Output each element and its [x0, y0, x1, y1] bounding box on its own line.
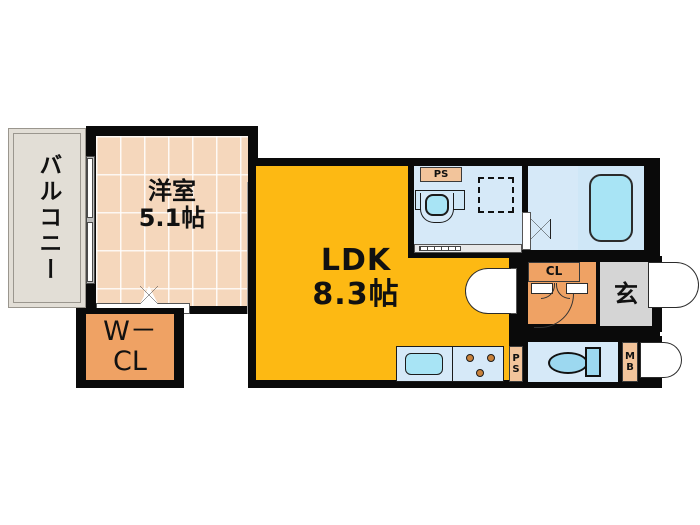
balcony-sliding-door-panel-1[interactable]	[87, 158, 93, 218]
kitchen-sink	[405, 353, 443, 375]
room-genkan	[600, 262, 652, 326]
tag-cl-text: CL	[545, 264, 563, 279]
tag-ps-kitchen-line1: P	[512, 352, 520, 364]
balcony-label-text: バルコニー	[34, 153, 61, 283]
washroom-sliding-door[interactable]	[414, 244, 522, 253]
balcony-label: バルコニー	[13, 133, 81, 303]
ldk-name: LDK	[320, 243, 392, 279]
ldk-label: LDK 8.3帖	[256, 240, 456, 316]
balcony-inner-edge	[13, 133, 81, 303]
bath-door-swing-marker	[531, 219, 551, 239]
washing-machine-space	[478, 177, 514, 213]
wcl-label-line2: CL	[113, 346, 147, 377]
wcl-label-line1: W－	[103, 315, 157, 347]
mb-door-swing-arc	[646, 342, 682, 378]
wcl-door-swing-outline	[140, 286, 158, 304]
bedroom-label: 洋室 5.1帖	[96, 170, 248, 240]
bathtub	[589, 174, 633, 242]
washroom-sliding-door-track[interactable]	[419, 246, 461, 251]
bedroom-name: 洋室	[148, 177, 196, 206]
front-door-swing-arc	[655, 262, 699, 308]
wcl-label: W－ CL	[86, 314, 174, 380]
stove-burner-1	[466, 354, 474, 362]
tag-ps-washroom: PS	[420, 167, 462, 182]
toilet-tank	[585, 347, 601, 377]
bath-door-swing-edge	[550, 219, 552, 239]
kitchen-counter-divider	[452, 347, 454, 381]
bedroom-floor-joints	[96, 136, 248, 306]
tag-ps-washroom-text: PS	[433, 168, 449, 180]
tag-mb-line2: B	[626, 362, 634, 373]
genkan-label: 玄	[600, 262, 652, 326]
tag-mb-line1: M	[625, 350, 635, 362]
genkan-label-text: 玄	[614, 279, 638, 308]
vanity-sink-bowl	[425, 194, 449, 216]
balcony-sliding-door[interactable]	[86, 156, 95, 284]
stove-burner-2	[487, 354, 495, 362]
bedroom-area: 5.1帖	[138, 204, 206, 232]
tag-ps-kitchen-line2: S	[512, 364, 520, 375]
tag-cl: CL	[528, 262, 580, 282]
ldk-area: 8.3帖	[312, 277, 400, 312]
toilet-bowl	[548, 352, 588, 374]
room-walkin-closet	[86, 314, 174, 380]
bath-door-opening[interactable]	[522, 212, 531, 250]
tag-meter-box: M B	[622, 342, 638, 382]
tag-ps-kitchen: P S	[509, 346, 523, 382]
stove-burner-3	[476, 369, 484, 377]
balcony-sliding-door-panel-2[interactable]	[87, 222, 93, 282]
ldk-hall-door-swing-arc	[465, 268, 511, 314]
